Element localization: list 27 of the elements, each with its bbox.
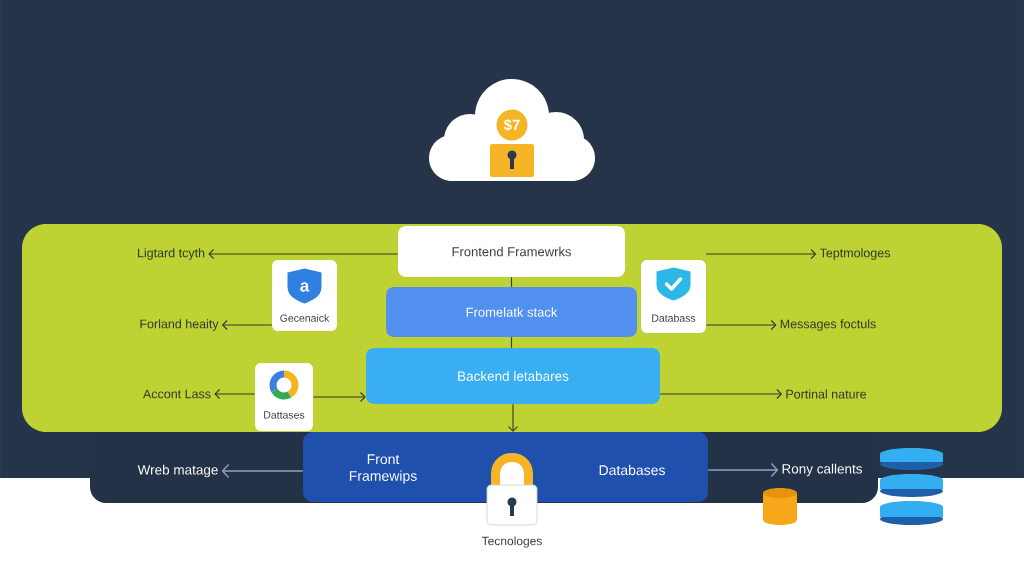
node-label: Tecnologes (481, 536, 542, 548)
text-label: Accont Lass (143, 389, 211, 399)
connector-line (510, 336, 513, 349)
connector-line (510, 276, 513, 288)
text-label: Ligtard tcyth (138, 248, 205, 260)
arrow (214, 388, 256, 400)
arrow (221, 319, 273, 331)
arrow (707, 462, 779, 478)
text-label: Messages foctuls (780, 319, 876, 331)
process-box: Fromelatk stack (386, 287, 637, 337)
process-box: Front Framewips Databases (303, 432, 708, 502)
arrow (208, 248, 399, 260)
process-box: Backend letabares (366, 348, 660, 404)
text-label: Forland heaity (140, 319, 219, 331)
arrow (705, 319, 777, 331)
arrow (659, 388, 783, 400)
text-label: Teptmologes (819, 248, 890, 260)
text-label: Wreb matage (137, 464, 218, 478)
arrow (507, 403, 519, 432)
arrow (221, 463, 304, 479)
text-label: Rony callents (782, 463, 862, 477)
process-box: Frontend Framewrks (398, 226, 625, 277)
coin-badge: $7 (496, 109, 528, 141)
icon-letter: a (300, 282, 310, 292)
arrow (705, 248, 817, 260)
text-label: Portinal nature (786, 389, 867, 399)
arrow (312, 391, 366, 403)
